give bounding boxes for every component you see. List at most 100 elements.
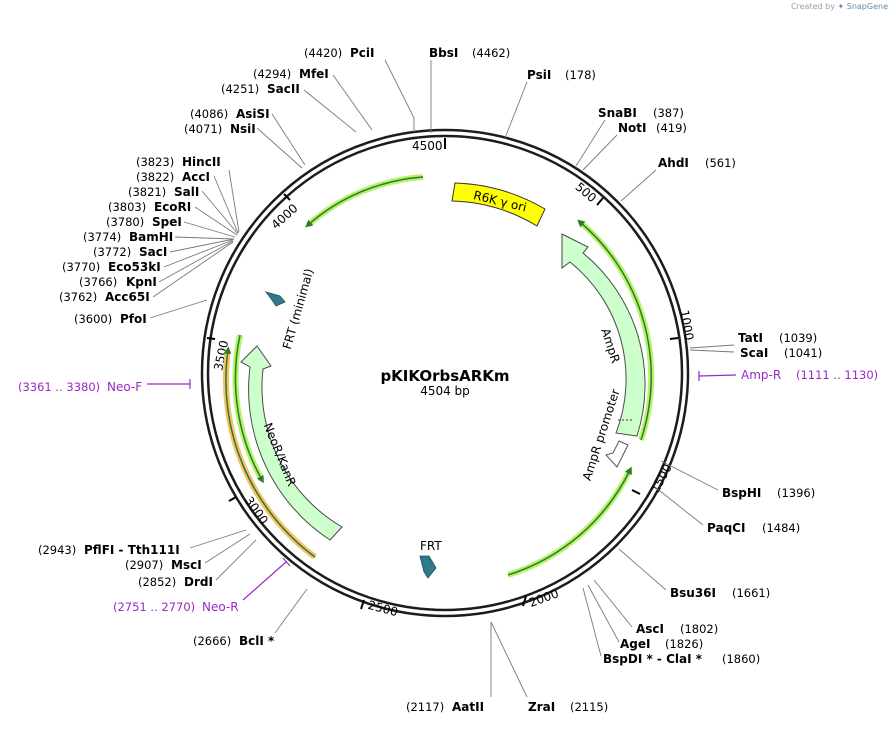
site-name-asisi: AsiSI <box>236 107 270 121</box>
leader-noti <box>582 134 618 171</box>
site-label[interactable]: BspHI (1396) <box>722 486 815 500</box>
site-label[interactable]: (4294) MfeI <box>253 67 329 81</box>
created-by-text: Created by <box>790 2 835 11</box>
leader-sali <box>201 190 239 235</box>
leader-drdi <box>215 539 257 581</box>
site-label[interactable]: (4071) NsiI <box>184 122 256 136</box>
site-pos-kpni: (3766) <box>79 275 117 289</box>
site-label[interactable]: SnaBI (387) <box>598 106 684 120</box>
site-label[interactable]: AhdI (561) <box>658 156 736 170</box>
site-label[interactable]: (3821) SalI <box>128 185 199 199</box>
site-name-pfoi: PfoI <box>120 312 147 326</box>
site-label[interactable]: (2852) DrdI <box>138 575 213 589</box>
site-label[interactable]: BbsI (4462) <box>429 46 510 60</box>
feature-ampr[interactable] <box>561 233 646 437</box>
feature-frt[interactable] <box>419 555 437 579</box>
leader-zrai <box>490 621 528 698</box>
feature-neor-kanr[interactable] <box>240 345 343 541</box>
site-label[interactable]: ScaI (1041) <box>740 346 822 360</box>
tick-label: 2000 <box>527 586 560 610</box>
site-label[interactable]: BspDI * - ClaI * (1860) <box>603 652 760 666</box>
site-label[interactable]: (3823) HincII <box>136 155 221 169</box>
snapgene-watermark: Created by ✦ SnapGene <box>791 2 888 11</box>
site-name-saci: SacI <box>139 245 167 259</box>
plasmid-name: pKIKOrbsARKm <box>380 367 509 385</box>
tick-label: 4500 <box>412 139 443 153</box>
site-label[interactable]: (2943) PflFI - Tth111I <box>38 543 180 557</box>
site-name-acc65i: Acc65I <box>105 290 150 304</box>
backbone-outer <box>200 128 690 618</box>
site-name-spei: SpeI <box>152 215 182 229</box>
site-pos-noti: (419) <box>656 121 687 135</box>
primer-ampr-leader <box>698 374 737 377</box>
site-name-hincii: HincII <box>182 155 221 169</box>
feature-frt-minimal[interactable] <box>264 291 286 307</box>
site-label[interactable]: (2117) AatII <box>406 700 484 714</box>
site-label[interactable]: AgeI (1826) <box>620 637 703 651</box>
leader-snabi <box>575 119 606 167</box>
site-label[interactable]: (3762) Acc65I <box>59 290 150 304</box>
site-pos-sacii: (4251) <box>221 82 259 96</box>
site-label[interactable]: NotI (419) <box>618 121 687 135</box>
site-label[interactable]: ZraI (2115) <box>528 700 608 714</box>
site-name-noti: NotI <box>618 121 647 135</box>
leader-hincii <box>228 169 240 233</box>
site-pos-bamhi: (3774) <box>83 230 121 244</box>
site-pos-nsii: (4071) <box>184 122 222 136</box>
site-pos-saci: (3772) <box>93 245 131 259</box>
site-label[interactable]: (4086) AsiSI <box>190 107 270 121</box>
site-pos-asci: (1802) <box>680 622 718 636</box>
site-label[interactable]: TatI (1039) <box>738 331 817 345</box>
tick-mark <box>631 489 641 495</box>
site-name-nsii: NsiI <box>230 122 256 136</box>
primer-neor-leader <box>242 561 287 601</box>
site-label[interactable]: (4251) SacII <box>221 82 300 96</box>
site-label[interactable]: Bsu36I (1661) <box>670 586 770 600</box>
leader-pcii <box>384 59 415 132</box>
leader-pflfi <box>189 529 247 549</box>
primer-pos-neof: (3361 .. 3380) <box>18 380 100 394</box>
site-label[interactable]: (3770) Eco53kI <box>62 260 161 274</box>
leader-sacii <box>303 89 357 133</box>
site-name-eco53ki: Eco53kI <box>108 260 161 274</box>
site-name-kpni: KpnI <box>126 275 157 289</box>
leader-agei <box>587 584 620 643</box>
primer-label[interactable]: (3361 .. 3380) Neo-F <box>18 380 142 394</box>
tick-mark <box>596 197 604 206</box>
tick-label: 4000 <box>269 201 301 232</box>
site-label[interactable]: (4420) PciI <box>304 46 375 60</box>
snapgene-logo-icon: ✦ <box>837 2 845 11</box>
site-label[interactable]: (3780) SpeI <box>106 215 182 229</box>
primer-name-neor: Neo-R <box>202 600 239 614</box>
leader-bsphi <box>660 460 719 491</box>
site-label[interactable]: (3774) BamHI <box>83 230 173 244</box>
site-pos-pfoi: (3600) <box>74 312 112 326</box>
site-name-bamhi: BamHI <box>129 230 173 244</box>
feature-r6k-ori[interactable] <box>451 182 546 227</box>
leader-msci <box>204 533 251 564</box>
primer-label[interactable]: Amp-R (1111 .. 1130) <box>741 368 878 382</box>
site-label[interactable]: (2907) MscI <box>125 558 202 572</box>
site-label[interactable]: AscI (1802) <box>636 622 718 636</box>
site-label[interactable]: (3803) EcoRI <box>108 200 191 214</box>
site-pos-pflfi: (2943) <box>38 543 76 557</box>
site-name-paqci: PaqCI <box>707 521 745 535</box>
site-label[interactable]: (2666) BclI * <box>193 634 275 648</box>
site-label[interactable]: PsiI (178) <box>527 68 596 82</box>
site-pos-psii: (178) <box>565 68 596 82</box>
site-name-bspdi-clai: BspDI * - ClaI * <box>603 652 703 666</box>
feature-ampr-promoter[interactable] <box>605 440 629 468</box>
plasmid-length: 4504 bp <box>420 384 470 398</box>
site-label[interactable]: (3600) PfoI <box>74 312 147 326</box>
site-name-msci: MscI <box>171 558 202 572</box>
leader-nsii <box>256 127 303 169</box>
site-label[interactable]: (3766) KpnI <box>79 275 157 289</box>
leader-ecori <box>194 206 238 236</box>
site-label[interactable]: (3772) SacI <box>93 245 167 259</box>
tick-mark <box>283 193 291 201</box>
site-name-snabi: SnaBI <box>598 106 637 120</box>
site-label[interactable]: PaqCI (1484) <box>707 521 800 535</box>
primer-label[interactable]: (2751 .. 2770) Neo-R <box>113 600 239 614</box>
site-label[interactable]: (3822) AccI <box>136 170 210 184</box>
